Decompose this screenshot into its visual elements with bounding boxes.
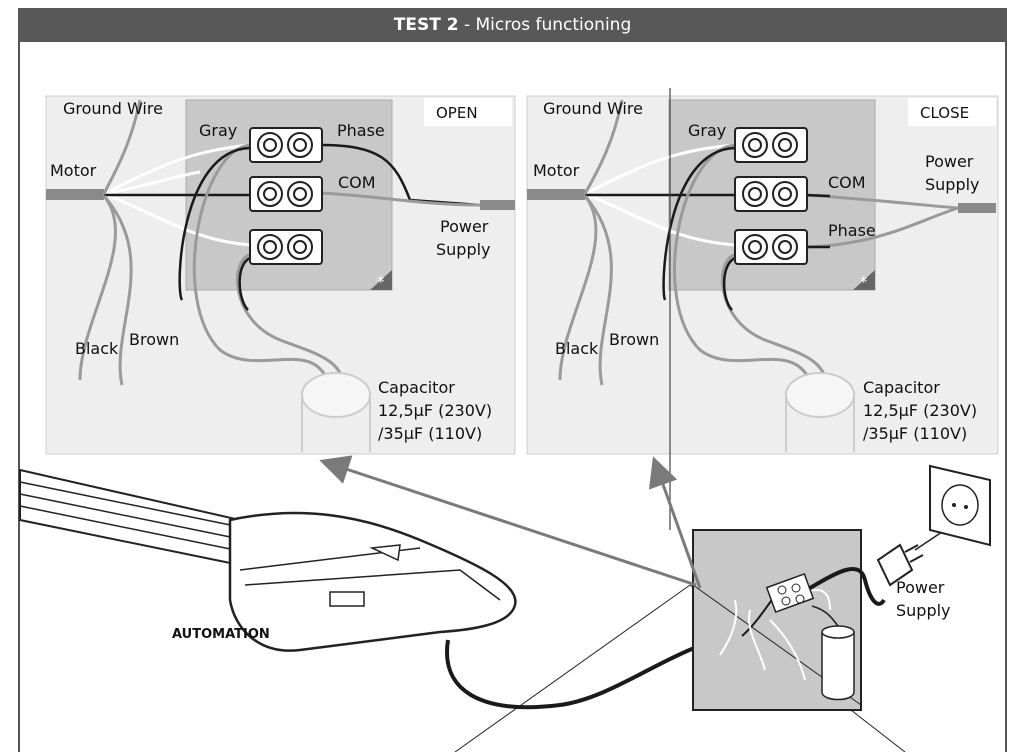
state-label-box: [908, 98, 996, 126]
bottom-scene: AUTOMATION: [19, 455, 991, 752]
motor-cable: [527, 189, 585, 200]
capacitor-label-line3: /35μF (110V): [863, 424, 967, 443]
plug-power-supply-line2: Supply: [896, 601, 951, 620]
capacitor: [785, 372, 855, 418]
state-label: CLOSE: [920, 104, 969, 122]
capacitor-label-line1: Capacitor: [863, 378, 940, 397]
terminal-bottom: [734, 229, 808, 265]
wall-socket-icon: [929, 464, 991, 547]
automation-unit: [19, 468, 517, 652]
power-supply-cable: [480, 200, 515, 210]
capacitor-label-line3: /35μF (110V): [378, 424, 482, 443]
title-bold: TEST 2: [393, 15, 459, 35]
panel-open: Ground Wire Motor Gray Phase COM Power S…: [45, 95, 516, 455]
brown-label: Brown: [129, 330, 179, 349]
terminal-middle: [734, 176, 808, 212]
capacitor-label-line2: 12,5μF (230V): [863, 401, 977, 420]
power-cable: [808, 567, 886, 606]
top-terminal-label: Phase: [337, 121, 385, 140]
panel-close: Ground Wire Motor Gray COM Phase Power S…: [526, 95, 999, 455]
terminal-bottom: [249, 229, 323, 265]
power-supply-cable: [958, 203, 996, 213]
asterisk: *: [860, 273, 868, 291]
black-label: Black: [555, 339, 599, 358]
ground-wire-label: Ground Wire: [63, 99, 163, 118]
mini-capacitor: [821, 632, 855, 701]
terminal-top: [734, 127, 808, 163]
brown-label: Brown: [609, 330, 659, 349]
black-label: Black: [75, 339, 119, 358]
power-supply-label-line1: Power: [925, 152, 974, 171]
corner-mark: [370, 270, 392, 290]
ground-wire-label: Ground Wire: [543, 99, 643, 118]
arrow-to-open-panel: [319, 455, 697, 587]
state-label-box: [424, 98, 512, 126]
motor-cable: [46, 189, 104, 200]
motor-label: Motor: [533, 161, 580, 180]
page-title: TEST 2 - Micros functioning: [18, 8, 1007, 42]
power-supply-label-line2: Supply: [436, 240, 491, 259]
terminal-top: [249, 127, 323, 163]
bottom-terminal-label: Phase: [828, 221, 876, 240]
gray-label: Gray: [199, 121, 237, 140]
motor-label: Motor: [50, 161, 97, 180]
mid-terminal-label: COM: [338, 173, 376, 192]
gray-label: Gray: [688, 121, 726, 140]
capacitor-label-line2: 12,5μF (230V): [378, 401, 492, 420]
plug-icon: [876, 543, 924, 587]
corner-mark: [853, 270, 875, 290]
plug-power-supply-line1: Power: [896, 578, 945, 597]
mid-terminal-label: COM: [828, 173, 866, 192]
power-supply-label-line2: Supply: [925, 175, 980, 194]
automation-cable: [445, 634, 743, 710]
asterisk: *: [377, 273, 385, 291]
title-rest: - Micros functioning: [458, 15, 632, 35]
capacitor-label-line1: Capacitor: [378, 378, 455, 397]
automation-label: AUTOMATION: [172, 627, 270, 642]
power-supply-label-line1: Power: [440, 217, 489, 236]
capacitor: [301, 372, 371, 418]
state-label: OPEN: [436, 104, 478, 122]
mini-terminal-block: [765, 572, 815, 614]
terminal-middle: [249, 176, 323, 212]
arrow-to-close-panel: [648, 456, 702, 589]
